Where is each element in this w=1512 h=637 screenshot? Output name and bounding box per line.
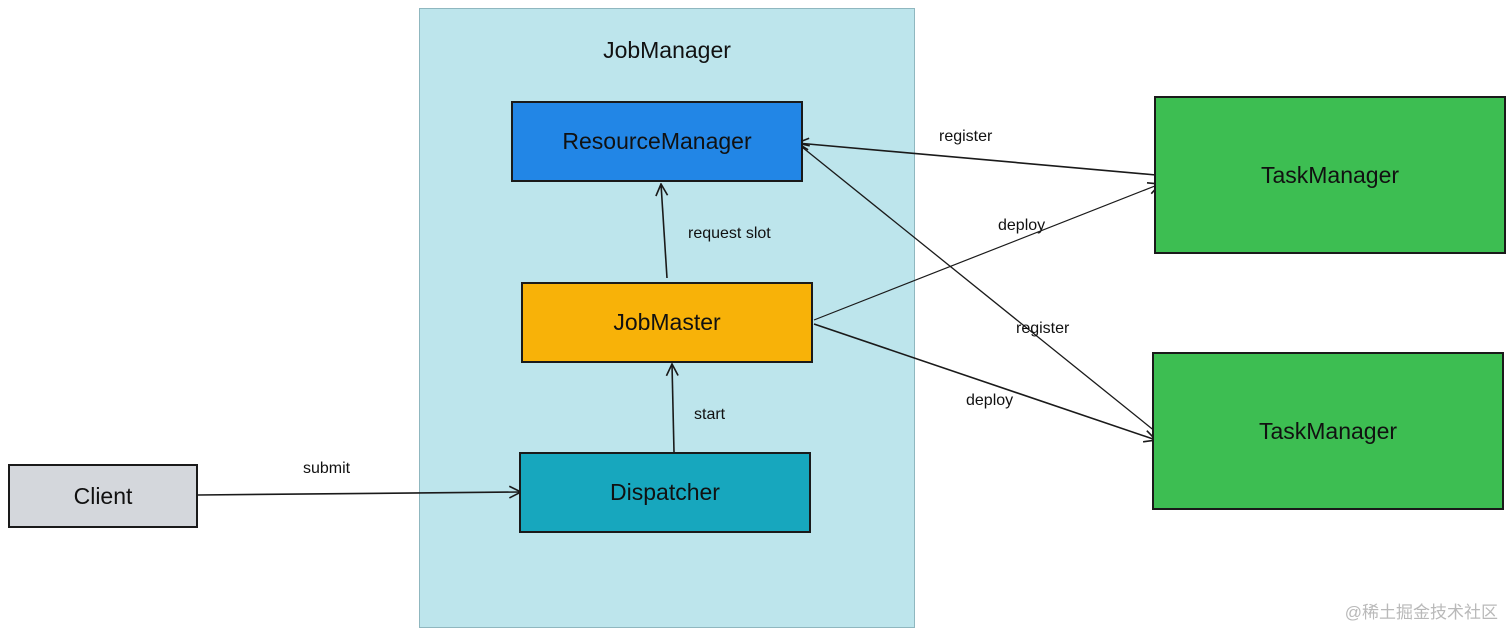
register-label-2: register [1016, 320, 1070, 337]
client-node: Client [8, 464, 198, 528]
jobmanager-title: JobManager [603, 37, 731, 63]
register-label-1: register [939, 128, 993, 145]
task-manager-label-1: TaskManager [1260, 161, 1400, 188]
deploy-label-2: deploy [966, 392, 1014, 409]
dispatcher-node: Dispatcher [519, 452, 811, 533]
task-manager-node-1: TaskManager [1154, 96, 1506, 254]
resource-manager-label: ResourceManager [562, 128, 752, 154]
register-arrow-1 [797, 143, 1157, 176]
job-master-label: JobMaster [613, 309, 721, 335]
task-manager-label-2: TaskManager [1258, 417, 1398, 444]
client-label: Client [73, 482, 133, 509]
dispatcher-label: Dispatcher [610, 479, 720, 505]
watermark: @稀土掘金技术社区 [1344, 603, 1498, 622]
start-arrow [672, 364, 674, 453]
resource-manager-node: ResourceManager [511, 101, 803, 182]
deploy-arrow-1 [813, 184, 1160, 321]
request-slot-label: request slot [688, 225, 771, 242]
task-manager-node-2: TaskManager [1152, 352, 1504, 510]
submit-arrow [197, 492, 521, 495]
submit-label: submit [303, 460, 351, 477]
start-label: start [694, 406, 726, 423]
register-arrow-2 [797, 143, 1157, 433]
deploy-arrow-2 [813, 323, 1156, 440]
deploy-label-1: deploy [998, 217, 1046, 234]
request-slot-arrow [661, 184, 667, 279]
job-master-node: JobMaster [521, 282, 813, 363]
